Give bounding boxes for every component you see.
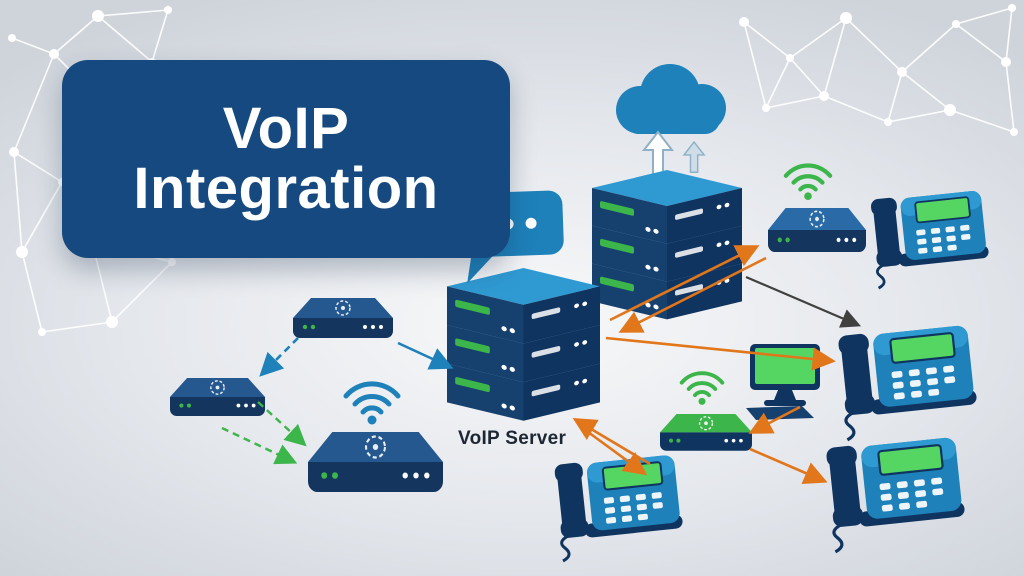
router-left-top [292, 297, 394, 339]
cloud-server-stack [592, 170, 742, 320]
router-top-right [767, 207, 867, 253]
title-line-2: Integration [133, 156, 439, 221]
wifi-icon-blue [346, 384, 398, 425]
title-card: VoIP Integration [62, 60, 510, 258]
desk-phone-bottom-center [552, 450, 685, 563]
router-left-large [306, 430, 445, 494]
wifi-icon-green-top [786, 166, 830, 201]
network-mesh-top-right [739, 4, 1018, 136]
router-left-middle [169, 377, 266, 417]
connection-arrows [221, 245, 862, 484]
desk-phone-bottom-right [824, 432, 967, 554]
desk-phone-top-right [868, 186, 991, 290]
wifi-icon-green-mid [679, 371, 725, 407]
voip-server-label: VoIP Server [458, 428, 567, 449]
title-line-1: VoIP [222, 95, 350, 161]
desk-phone-right-middle [836, 320, 979, 442]
router-green [659, 413, 753, 452]
voip-server-stack [447, 268, 600, 421]
cloud-icon [616, 64, 726, 134]
upload-arrows-icon [643, 131, 705, 175]
